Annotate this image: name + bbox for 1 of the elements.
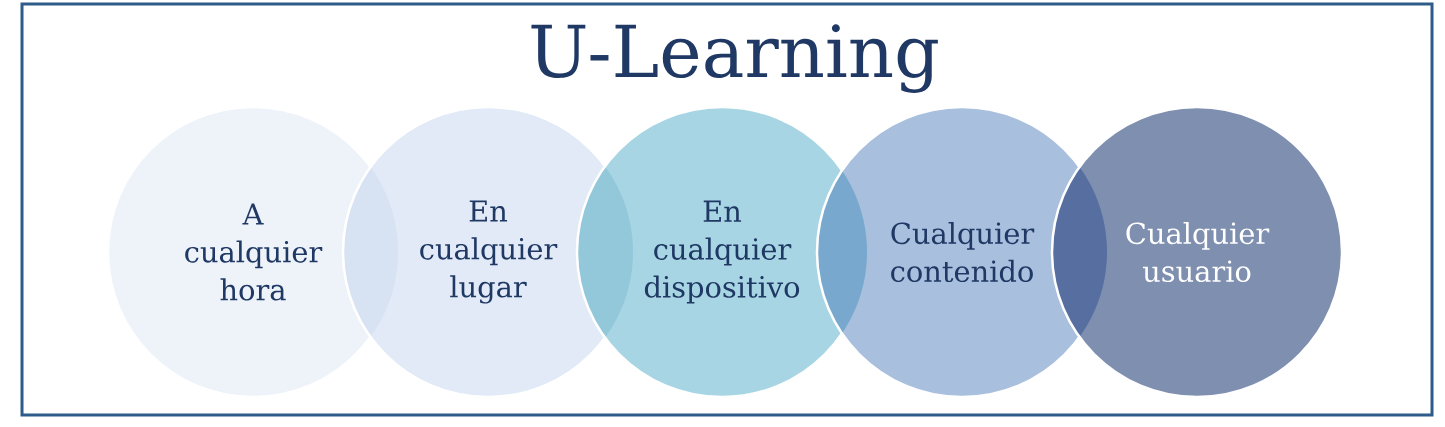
title: U-Learning — [531, 24, 938, 93]
